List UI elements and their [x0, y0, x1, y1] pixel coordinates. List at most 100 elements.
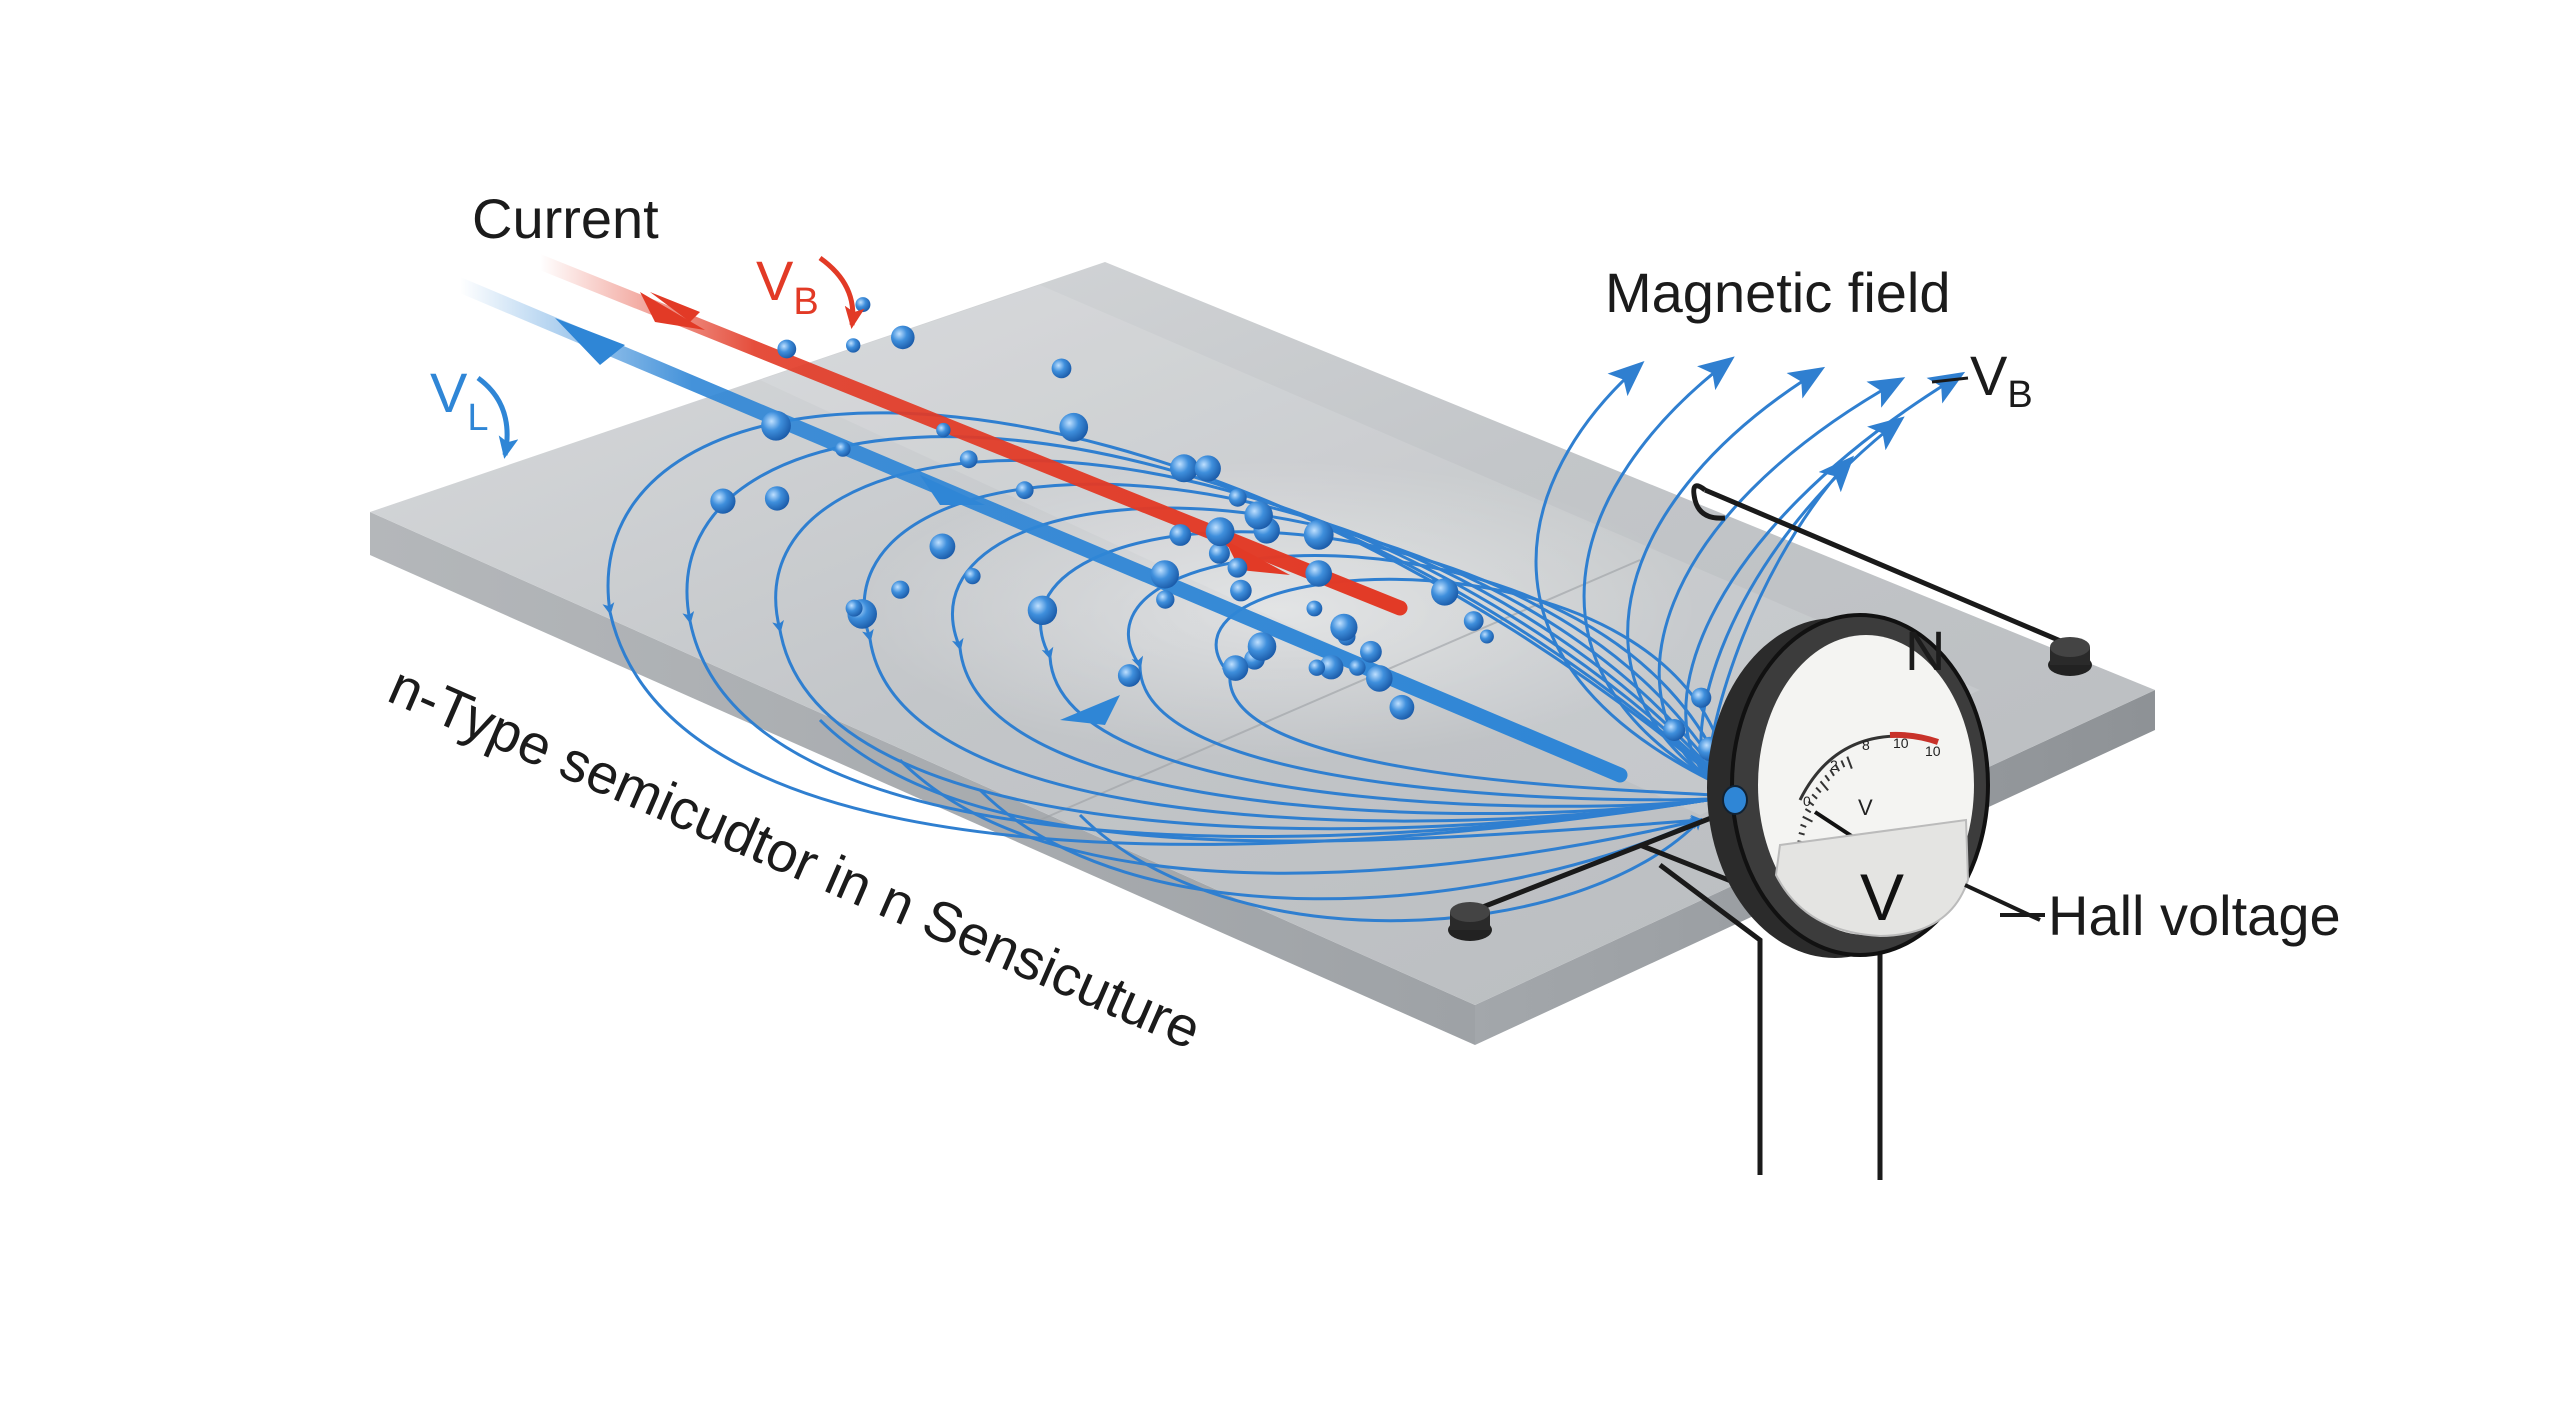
voltmeter-lower-panel: [1774, 818, 1970, 938]
meter-tick-8: 8: [1862, 737, 1870, 753]
meter-tick-mark: [1829, 769, 1835, 777]
electron: [846, 338, 861, 353]
field-line-outgoing: [1684, 371, 1966, 782]
field-line-outgoing: [1582, 356, 1735, 782]
electron: [764, 486, 790, 511]
electron: [1306, 600, 1323, 617]
electron: [1691, 687, 1712, 708]
electron: [1051, 358, 1072, 379]
electron: [1156, 590, 1175, 609]
electron: [1117, 664, 1141, 687]
current-blue-arrow: [452, 277, 1628, 783]
meter-tick-2: 2: [1830, 757, 1838, 773]
electron: [891, 580, 910, 599]
wire-lead-1: [1658, 863, 1763, 1175]
voltmeter-red-band: [1889, 731, 1939, 745]
electron: [1244, 501, 1273, 530]
electron: [1208, 542, 1230, 564]
hall-voltage-label: Hall voltage: [2048, 884, 2341, 947]
red-arrowhead-1: [650, 292, 700, 322]
meter-tick-0: 0: [1803, 793, 1811, 809]
vb-right-leader: [1931, 376, 1969, 384]
electron: [891, 325, 915, 350]
electron: [936, 422, 951, 438]
vl-main: V: [430, 361, 468, 424]
meter-tick-mark: [1802, 815, 1813, 823]
meter-tick-mark: [1824, 774, 1831, 782]
meter-tick-mark: [1804, 808, 1812, 814]
vb-top-main: V: [756, 249, 794, 312]
electrons: [710, 297, 1723, 762]
electron: [1330, 613, 1358, 641]
vb-top-curved-arrow: [818, 255, 865, 329]
meter-tick-mark: [1798, 831, 1805, 836]
field-line-lower: [898, 758, 1703, 875]
vl-sub: L: [467, 397, 488, 439]
blue-arrowhead-lower: [1060, 695, 1120, 725]
field-line-lower: [978, 788, 1703, 901]
electron: [1319, 655, 1344, 680]
vb-right-main: V: [1970, 344, 2008, 407]
electron: [1194, 455, 1221, 482]
electron: [710, 488, 736, 514]
electron: [1663, 719, 1686, 741]
meter-tick-mark: [1815, 786, 1822, 794]
electron: [964, 568, 981, 585]
north-label: N: [1905, 619, 1945, 682]
electron: [1479, 629, 1494, 644]
electron: [835, 441, 851, 457]
blue-arrowhead-mid: [920, 475, 985, 505]
magnetic-field-label: Magnetic field: [1605, 261, 1951, 324]
electron: [1463, 611, 1484, 631]
meter-tick-mark: [1846, 756, 1853, 769]
electron: [1170, 454, 1198, 483]
meter-tick-mark: [1819, 780, 1829, 792]
electron: [1222, 655, 1249, 681]
meter-tick-mark: [1807, 800, 1815, 807]
electron: [1059, 412, 1089, 442]
field-line-outgoing: [1657, 377, 1906, 782]
electron: [761, 410, 791, 441]
electron: [1227, 557, 1248, 578]
field-line-outgoing: [1626, 366, 1826, 782]
electron: [1308, 659, 1326, 676]
current-label: Current: [472, 187, 659, 250]
terminal-right: [2048, 637, 2092, 676]
electron: [1366, 665, 1393, 692]
electron: [855, 297, 871, 313]
vb-right-label: VB: [1970, 344, 2033, 416]
wire-hook: [1691, 483, 1726, 521]
vb-top-label: VB: [756, 249, 819, 323]
vb-top-sub: B: [793, 281, 818, 323]
electron: [1360, 640, 1382, 663]
electron: [777, 339, 797, 359]
voltmeter: 0 2 8 10 10 V V: [1707, 613, 2041, 958]
wire-top: [1704, 487, 2071, 648]
vb-right-sub: B: [2007, 374, 2032, 416]
electron: [1228, 488, 1247, 507]
field-line-outgoing: [1534, 361, 1711, 782]
electron: [1027, 595, 1058, 625]
electron: [1303, 519, 1334, 550]
field-line-lower: [818, 718, 1703, 843]
electron: [1305, 560, 1332, 587]
electron: [1389, 694, 1415, 720]
meter-connector: [1722, 785, 1748, 815]
blue-arrowhead-left: [555, 318, 625, 365]
terminal-left: [1448, 902, 1492, 941]
electron: [1015, 481, 1034, 500]
electron: [1150, 560, 1180, 589]
electron: [845, 599, 863, 617]
red-arrowhead-2: [640, 292, 705, 330]
electron: [1247, 632, 1277, 661]
electron: [929, 533, 956, 560]
electron: [1431, 578, 1459, 606]
electron: [1230, 579, 1252, 602]
electron: [1349, 659, 1366, 676]
meter-tick-mark: [1800, 823, 1807, 828]
meter-tick-10a: 10: [1893, 735, 1909, 751]
vl-curved-arrow: [476, 375, 519, 459]
meter-tick-mark: [1811, 793, 1818, 800]
vl-label: VL: [430, 361, 489, 439]
